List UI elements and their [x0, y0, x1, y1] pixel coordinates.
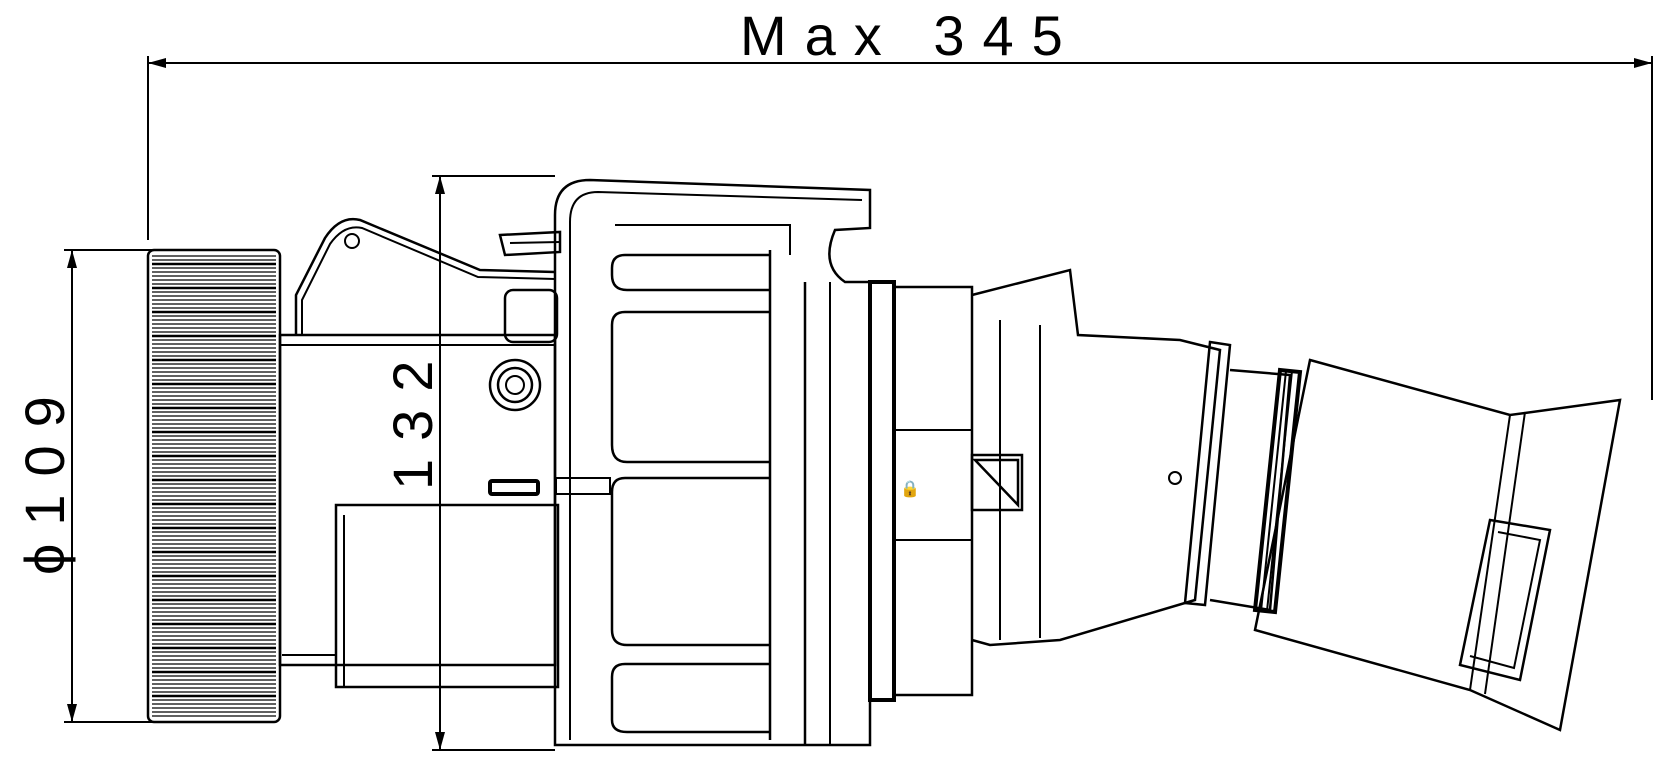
cable-collar: 🔒 — [868, 280, 1024, 702]
clamp-housing — [553, 178, 872, 747]
svg-text:🔒: 🔒 — [900, 479, 920, 498]
height-dimension: 132 — [381, 175, 555, 751]
diameter-dimension: ϕ109 — [13, 249, 160, 723]
cable-gland — [971, 268, 1303, 647]
knurl-texture — [152, 255, 276, 717]
height-label: 132 — [381, 343, 444, 490]
rear-sleeve — [1253, 358, 1622, 732]
knurled-ring — [146, 248, 282, 724]
diameter-label: ϕ109 — [13, 378, 76, 575]
socket-body — [278, 217, 611, 689]
length-dimension: Max 345 — [147, 4, 1653, 400]
length-label: Max 345 — [740, 4, 1081, 67]
